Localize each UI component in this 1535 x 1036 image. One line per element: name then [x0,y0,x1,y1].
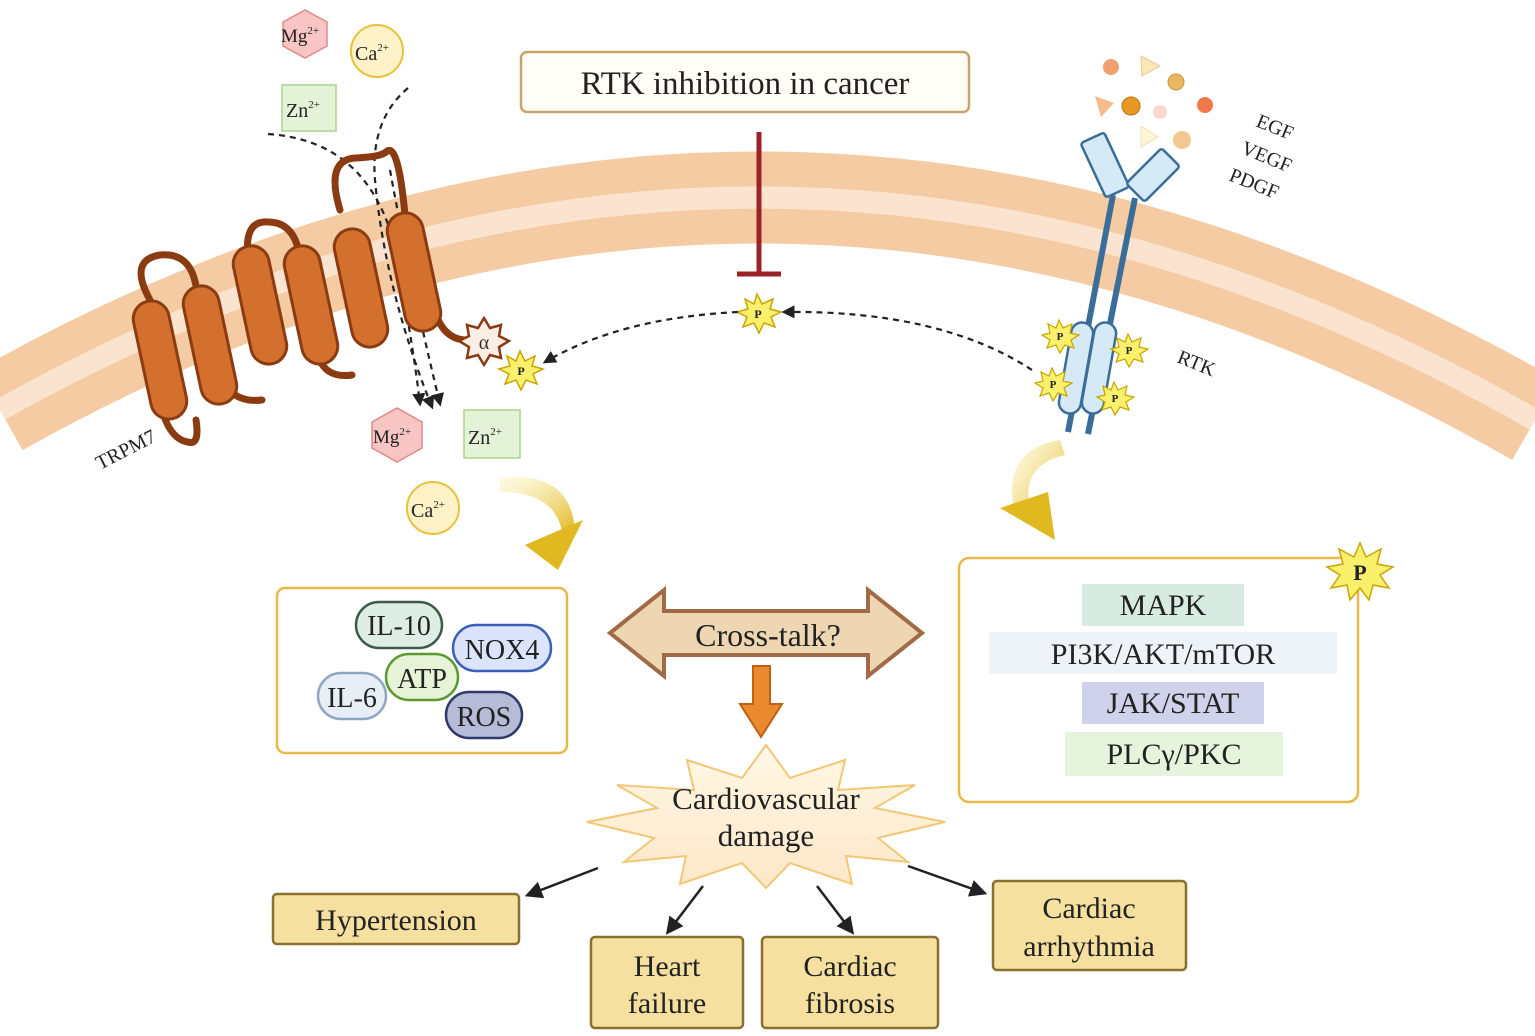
outcome-hypertension: Hypertension [271,892,521,946]
svg-text:MAPK: MAPK [1120,589,1207,622]
svg-text:P: P [1353,560,1366,585]
pathway-plcg-pkc: PLCγ/PKC [1065,732,1283,776]
svg-text:Mg2+: Mg2+ [373,426,411,448]
pathway-jak-stat: JAK/STAT [1082,682,1264,724]
svg-text:P: P [754,307,761,321]
svg-text:α: α [479,332,490,354]
zn-ion-outside: Zn2+ [281,84,337,132]
phospho-stars-rtk: P P P P [1033,318,1150,417]
phospho-star-pathways: P [1324,541,1396,602]
svg-text:arrhythmia: arrhythmia [1023,930,1155,963]
svg-text:fibrosis: fibrosis [805,987,895,1020]
svg-text:Heart: Heart [634,950,701,983]
ligand-labels: EGF VEGF PDGF [1226,110,1296,204]
svg-text:P: P [517,364,524,378]
svg-text:ATP: ATP [397,664,447,695]
outcome-cardiac-fibrosis: Cardiac fibrosis [760,935,940,1030]
rtk-label: RTK [1174,346,1219,381]
crosstalk-arrow: Cross-talk? [606,585,926,681]
svg-text:Cardiac: Cardiac [803,950,896,983]
nox4-pill: NOX4 [451,623,553,673]
svg-text:ROS: ROS [457,702,511,733]
svg-text:IL-6: IL-6 [327,683,377,714]
il10-pill: IL-10 [354,600,444,650]
svg-text:failure: failure [628,987,706,1020]
svg-text:Cardiovascular: Cardiovascular [672,781,860,816]
svg-text:Zn2+: Zn2+ [286,99,320,122]
signal-dashed-arrows [542,305,1033,371]
trpm7-label: TRPM7 [92,426,159,475]
svg-text:IL-10: IL-10 [367,611,431,642]
mg-ion-outside: Mg2+ [281,9,328,59]
svg-text:Ca2+: Ca2+ [411,499,445,522]
zn-ion-inside: Zn2+ [463,409,521,459]
ros-pill: ROS [444,690,524,740]
outcome-arrows [524,864,988,935]
curved-arrow-left [500,477,583,570]
ca-ion-inside: Ca2+ [406,481,460,535]
svg-text:JAK/STAT: JAK/STAT [1107,687,1240,720]
outcome-heart-failure: Heart failure [589,935,745,1030]
alpha-kinase-domain: α [456,315,512,368]
svg-text:NOX4: NOX4 [465,635,540,666]
outcome-cardiac-arrhythmia: Cardiac arrhythmia [991,879,1188,972]
atp-pill: ATP [384,652,460,702]
trpm7-channel [131,146,474,446]
pathway-mapk: MAPK [1082,584,1244,626]
mg-ion-inside: Mg2+ [371,407,423,463]
downward-orange-arrow [738,665,784,739]
svg-text:P: P [1112,393,1119,405]
svg-text:P: P [1126,345,1133,357]
curved-arrow-right [1000,440,1065,540]
ca-ion-outside: Ca2+ [350,24,404,78]
svg-text:P: P [1050,379,1057,391]
svg-text:Ca2+: Ca2+ [355,42,389,65]
svg-text:PLCγ/PKC: PLCγ/PKC [1107,738,1242,771]
svg-text:Cardiac: Cardiac [1042,892,1135,925]
il6-pill: IL-6 [316,671,388,721]
svg-text:PI3K/AKT/mTOR: PI3K/AKT/mTOR [1051,638,1275,671]
rtk-inhibition-box: RTK inhibition in cancer [519,50,971,114]
rtk-receptor [1057,132,1180,435]
svg-text:Cross-talk?: Cross-talk? [695,617,841,653]
inhibition-symbol [737,132,781,277]
svg-text:damage: damage [718,818,814,853]
svg-text:Mg2+: Mg2+ [281,25,319,47]
svg-text:Zn2+: Zn2+ [468,426,502,449]
cardiovascular-damage-burst: Cardiovascular damage [586,743,946,890]
ligand-particles [1095,55,1213,149]
svg-text:P: P [1057,331,1064,343]
svg-text:RTK inhibition in cancer: RTK inhibition in cancer [581,66,910,102]
phospho-star-trpm7: P [496,349,546,392]
svg-text:Hypertension: Hypertension [315,904,477,937]
svg-text:EGF: EGF [1253,110,1296,145]
cell-membrane [0,151,1535,460]
phospho-star-center: P [734,291,784,335]
pathway-pi3k-akt-mtor: PI3K/AKT/mTOR [989,632,1337,674]
